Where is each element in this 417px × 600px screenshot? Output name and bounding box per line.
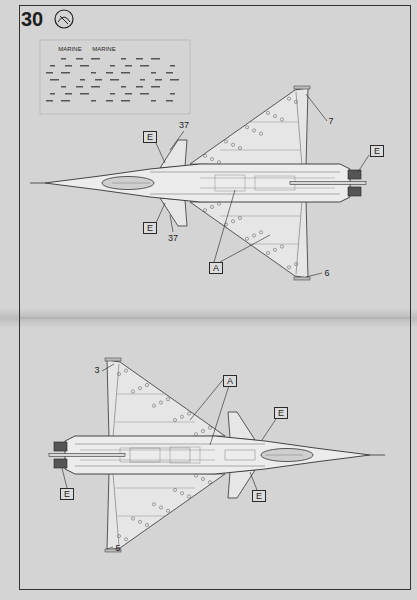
decal-text: MARINE [58,46,81,53]
decal-mark [151,100,156,102]
decal-mark [91,100,96,102]
decal-letter: A [213,263,219,273]
decal-mark [91,72,96,74]
decal-mark [136,86,143,88]
decal-mark [65,93,72,95]
leader-lines [62,94,369,549]
decal-letter: E [374,146,380,156]
page-number: 30 [21,9,43,30]
decal-letter: E [64,489,70,499]
decal-mark [166,72,173,74]
decal-mark [91,86,100,88]
decal-mark [136,58,143,60]
decal-letter: A [227,376,233,386]
decal-letter-box: E [143,131,157,143]
decal-mark [151,86,160,88]
decal-mark [80,93,89,95]
callout-number: 37 [168,233,178,243]
decal-mark [50,93,55,95]
decal-mark [166,100,173,102]
decal-text: MARINE [92,46,115,53]
decal-mark [121,86,126,88]
decal-letter-box: E [60,488,74,500]
decal-mark [121,72,130,74]
callout-number: 7 [328,116,333,126]
decal-letter-box: E [252,490,266,502]
decal-mark [46,100,53,102]
decal-mark [95,79,102,81]
decal-letter: E [147,223,153,233]
decal-letter-box: A [209,262,223,274]
callout-number: 3 [94,365,99,375]
decal-mark [110,65,115,67]
decal-letter-box: E [370,145,384,157]
callout-number: 5 [115,543,120,553]
decal-mark [125,93,132,95]
decal-mark [170,65,175,67]
decal-mark [76,86,83,88]
decal-letter: E [147,132,153,142]
decal-mark [50,65,55,67]
decal-mark [140,79,145,81]
decal-mark [155,79,162,81]
decal-mark [76,58,83,60]
decal-mark [170,79,179,81]
decal-letter-box: A [223,375,237,387]
decal-mark [151,72,156,74]
decal-mark [140,93,149,95]
callout-number: 6 [324,268,329,278]
decal-mark [151,58,160,60]
decal-mark [65,65,72,67]
decal-mark [106,100,113,102]
decal-letter-box: E [274,407,288,419]
decal-mark [61,72,70,74]
decal-mark [121,58,126,60]
decal-mark [140,65,149,67]
decal-mark [106,72,113,74]
callout-number: 37 [179,120,189,130]
decal-mark [61,86,66,88]
decal-mark [110,93,115,95]
decal-mark [80,79,85,81]
decal-mark [46,72,53,74]
decal-mark [125,65,132,67]
decal-mark [91,58,100,60]
decal-mark [170,93,175,95]
decal-mark [61,58,66,60]
decal-mark [110,79,119,81]
decal-mark [121,100,130,102]
decal-mark [50,79,59,81]
decal-letter: E [256,491,262,501]
decal-mark [80,65,89,67]
decal-letter: E [278,408,284,418]
decal-letter-box: E [143,222,157,234]
decal-mark [61,100,70,102]
